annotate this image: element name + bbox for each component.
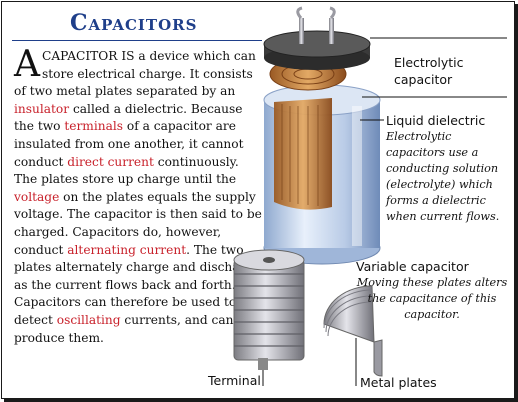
article-body: A CAPACITOR IS a device which can store … — [14, 44, 264, 347]
article-text-run: of a capacitor are insulated from one an… — [14, 119, 244, 169]
terminal-caption: Terminal — [208, 373, 261, 388]
link-voltage[interactable]: voltage — [14, 189, 60, 204]
article-text-run: currents, and can also produce them. — [14, 312, 263, 345]
illustrations — [233, 6, 507, 386]
article-text: CAPACITOR IS a device which can store el… — [14, 49, 262, 345]
electrolytic-caption: Electrolytic capacitor — [394, 55, 464, 87]
article-text-run: on the plates equals the supply voltage.… — [14, 189, 262, 257]
metal-plates-illustration — [323, 285, 383, 377]
link-alternating-current[interactable]: alternating current — [67, 242, 187, 257]
link-terminals[interactable]: terminals — [64, 119, 124, 134]
article-text-run: continuously. The plates store up charge… — [14, 154, 239, 187]
variable-capacitor-stack-illustration — [233, 249, 305, 370]
page-title: Capacitors — [70, 10, 198, 36]
link-direct-current[interactable]: direct current — [67, 154, 154, 169]
metal-plates-caption: Metal plates — [360, 375, 437, 390]
drop-cap: A — [14, 44, 40, 85]
liquid-dielectric-description: Electrolytic capacitors use a conducting… — [386, 130, 500, 223]
article-text-run: called a dielectric. Because the two — [14, 101, 243, 134]
article-text-run: . The two plates alternately charge and … — [14, 242, 261, 327]
title-rule — [12, 40, 262, 41]
variable-capacitor-title: Variable capacitor — [356, 259, 469, 274]
liquid-dielectric-title: Liquid dielectric — [386, 113, 486, 128]
article-text-run: CAPACITOR IS a device which can store el… — [14, 49, 256, 99]
link-insulator[interactable]: insulator — [14, 101, 70, 116]
electrolytic-capacitor-illustration — [263, 6, 381, 265]
link-oscillating[interactable]: oscillating — [56, 312, 121, 327]
variable-capacitor-description: Moving these plates alters the capacitan… — [356, 276, 508, 321]
